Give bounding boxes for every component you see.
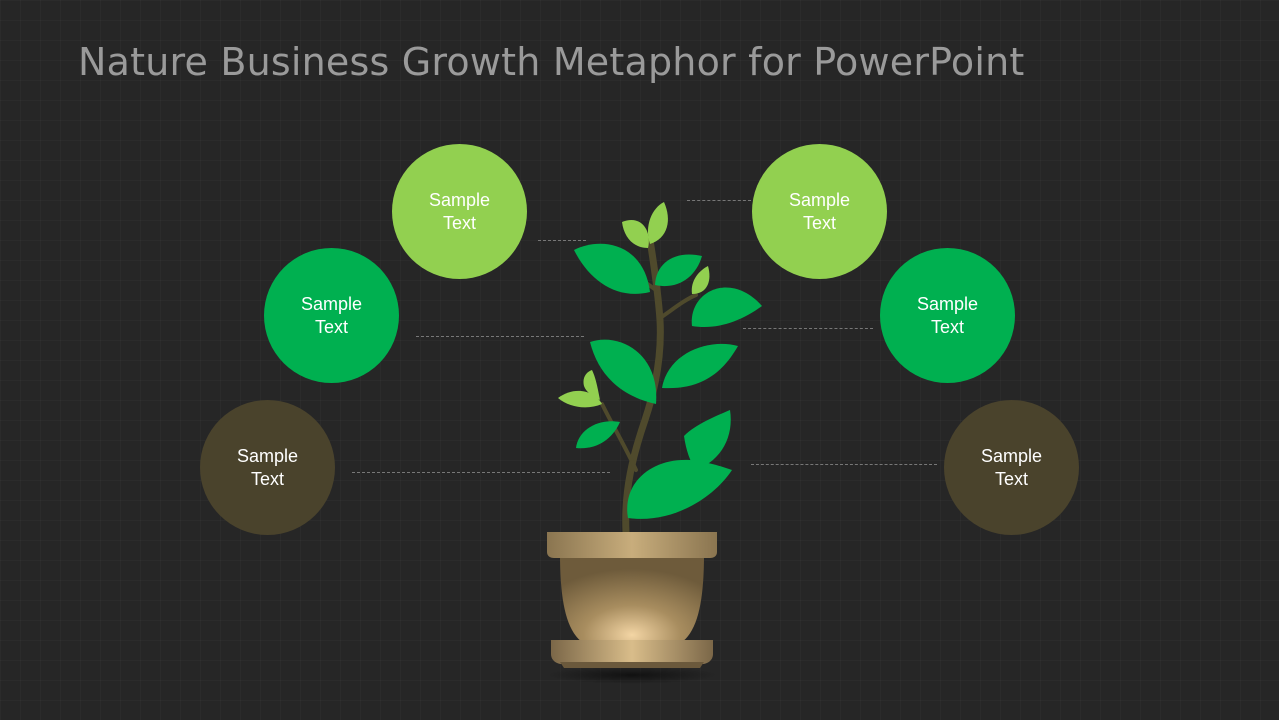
circle-node-bottom-left[interactable]: Sample Text — [200, 400, 335, 535]
leaf-light — [647, 202, 668, 244]
circle-node-middle-left[interactable]: Sample Text — [264, 248, 399, 383]
pot-saucer — [551, 640, 713, 664]
connector-line — [743, 328, 873, 329]
circle-node-middle-right[interactable]: Sample Text — [880, 248, 1015, 383]
leaf — [691, 287, 762, 328]
circle-node-top-right[interactable]: Sample Text — [752, 144, 887, 279]
connector-line — [751, 464, 937, 465]
circle-label: Sample Text — [428, 189, 491, 233]
connector-line — [687, 200, 751, 201]
leaf-light — [583, 370, 600, 400]
circle-label: Sample Text — [300, 293, 363, 337]
leaf — [574, 243, 650, 294]
leaf-light — [691, 266, 710, 294]
leaf — [576, 421, 620, 449]
circle-label: Sample Text — [980, 445, 1043, 489]
circle-node-top-left[interactable]: Sample Text — [392, 144, 527, 279]
circle-label: Sample Text — [788, 189, 851, 233]
connector-line — [416, 336, 584, 337]
slide-title: Nature Business Growth Metaphor for Powe… — [78, 40, 1025, 84]
leaf — [684, 410, 731, 470]
circle-label: Sample Text — [916, 293, 979, 337]
circle-label: Sample Text — [236, 445, 299, 489]
leaf-light — [558, 390, 602, 408]
plant-branch — [658, 293, 698, 320]
pot-saucer-bottom — [560, 662, 704, 668]
leaf — [627, 459, 732, 519]
plant-branch — [600, 402, 638, 472]
connector-line — [538, 240, 586, 241]
pot-shadow — [547, 666, 717, 684]
pot-rim — [547, 532, 717, 558]
pot-body — [560, 554, 704, 642]
leaf — [590, 339, 657, 404]
leaf-light — [622, 220, 649, 248]
leaf — [662, 343, 738, 389]
leaf — [655, 254, 702, 287]
potted-plant-icon — [547, 202, 762, 684]
circle-node-bottom-right[interactable]: Sample Text — [944, 400, 1079, 535]
connector-line — [352, 472, 610, 473]
